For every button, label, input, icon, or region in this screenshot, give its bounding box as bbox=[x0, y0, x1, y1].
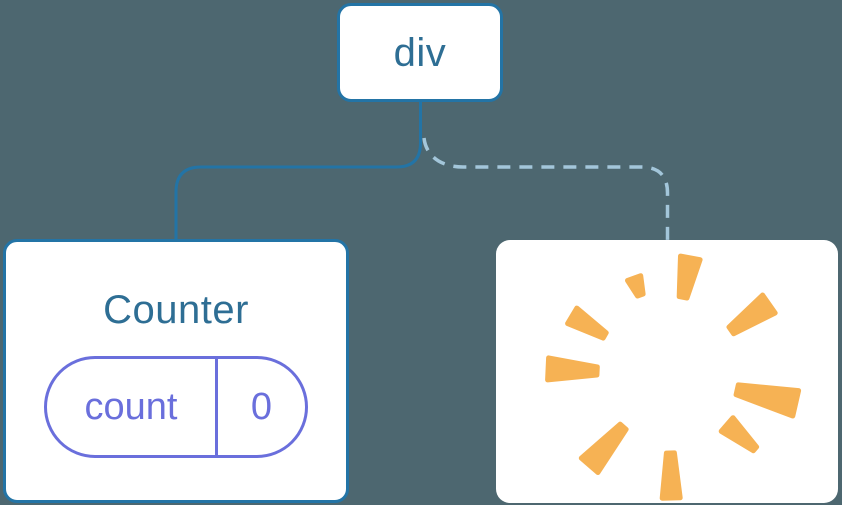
poof-ray bbox=[676, 253, 703, 301]
poof-ray bbox=[718, 415, 760, 454]
poof-ray bbox=[545, 355, 600, 383]
poof-ray bbox=[726, 292, 778, 337]
poof-rays bbox=[545, 253, 802, 501]
state-pill: count 0 bbox=[44, 356, 308, 458]
edge-div-to-removed bbox=[422, 137, 670, 240]
tree-node-removed bbox=[496, 240, 838, 503]
counter-node-title: Counter bbox=[103, 288, 249, 332]
tree-node-counter: Counter count 0 bbox=[3, 239, 349, 503]
state-key-label: count bbox=[84, 386, 178, 428]
poof-ray bbox=[578, 421, 629, 475]
state-value-label: 0 bbox=[250, 386, 273, 428]
div-node-label: div bbox=[393, 30, 447, 75]
state-pill-divider bbox=[215, 359, 218, 455]
poof-ray bbox=[625, 273, 646, 299]
poof-starburst-icon bbox=[545, 253, 802, 501]
poof-ray bbox=[733, 382, 802, 419]
poof-ray bbox=[659, 450, 683, 501]
poof-ray bbox=[565, 305, 609, 341]
edge-div-to-counter bbox=[174, 100, 422, 240]
tree-node-div: div bbox=[337, 3, 503, 102]
